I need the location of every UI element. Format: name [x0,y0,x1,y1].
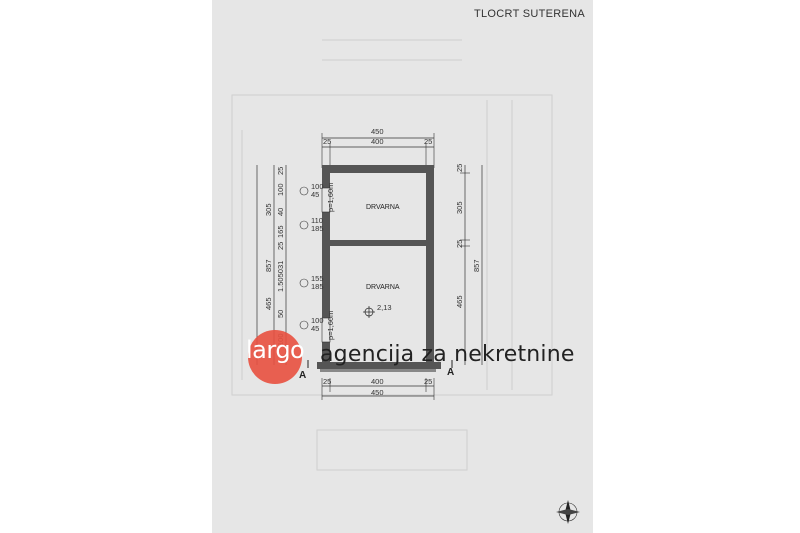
opening-2-top: 110 [311,216,323,225]
dim-left-seg-50: 50 [276,310,285,318]
dim-right-mid-wall: 25 [455,240,464,248]
dim-top-right-wall: 25 [424,137,432,146]
dim-left-lower-room: 465 [264,297,273,310]
dim-right-lower-room: 465 [455,295,464,308]
dim-top-inner: 400 [371,137,384,146]
room-label-upper: DRVARNA [366,204,400,211]
dim-bottom-right-wall: 25 [424,377,432,386]
dim-left-seg-165: 165 [276,225,285,238]
north-arrow-icon [556,500,580,524]
floor-plan: 450 400 25 25 p=1,60m p=1,60m 100 45 [231,39,580,524]
opening-2-bottom: 185 [311,224,324,233]
dim-bottom-inner: 400 [371,377,384,386]
top-dimensions: 450 400 25 25 [321,127,435,168]
watermark-logo: largo [246,336,305,364]
logo-circle [248,330,302,384]
dim-left-mid-wall: 25 [276,242,285,250]
dim-left-upper-room: 305 [264,203,273,216]
opening-1-bottom: 45 [311,190,319,199]
opening-4-top: 100 [311,316,324,325]
opening-1-top: 100 [311,182,324,191]
right-dimensions: 25 305 25 465 857 [455,164,483,365]
dim-left-total: 857 [264,259,273,272]
bottom-dimensions: 25 400 25 450 [321,377,435,400]
stair-label-upper: p=1,60m [326,183,335,212]
dim-left-wall-top: 25 [276,167,285,175]
dim-bottom-left-wall: 25 [323,377,331,386]
watermark-tagline: agencija za nekretnine [320,342,575,367]
dim-left-seg-1505031: 1.505031 [276,261,285,292]
drawing-sheet: 450 400 25 25 p=1,60m p=1,60m 100 45 [212,0,593,533]
walls [317,165,441,372]
section-mark-left: A [299,370,306,381]
stair-label-lower: p=1,60m [326,311,335,340]
section-mark-right: A [447,367,454,378]
opening-4-bottom: 45 [311,324,319,333]
opening-callouts: 100 45 110 185 155 185 100 45 [299,182,324,333]
dim-top-overall: 450 [371,127,384,136]
dim-left-seg-40: 40 [276,208,285,216]
dim-right-upper-room: 305 [455,201,464,214]
ghost-drawing [231,39,553,471]
room-label-lower: DRVARNA [366,284,400,291]
dim-bottom-overall: 450 [371,388,384,397]
sheet-title: TLOCRT SUTERENA [474,8,586,20]
dim-right-total: 857 [472,259,481,272]
window-openings: p=1,60m p=1,60m [321,183,335,343]
opening-3-bottom: 185 [311,282,324,291]
level-value: 2,13 [377,303,392,312]
dim-top-left-wall: 25 [323,137,331,146]
dim-right-upper-wall: 25 [455,164,464,172]
section-marks: A A [299,360,454,381]
opening-3-top: 155 [311,274,324,283]
dim-left-seg-100: 100 [276,183,285,196]
level-marker: 2,13 [363,303,392,318]
